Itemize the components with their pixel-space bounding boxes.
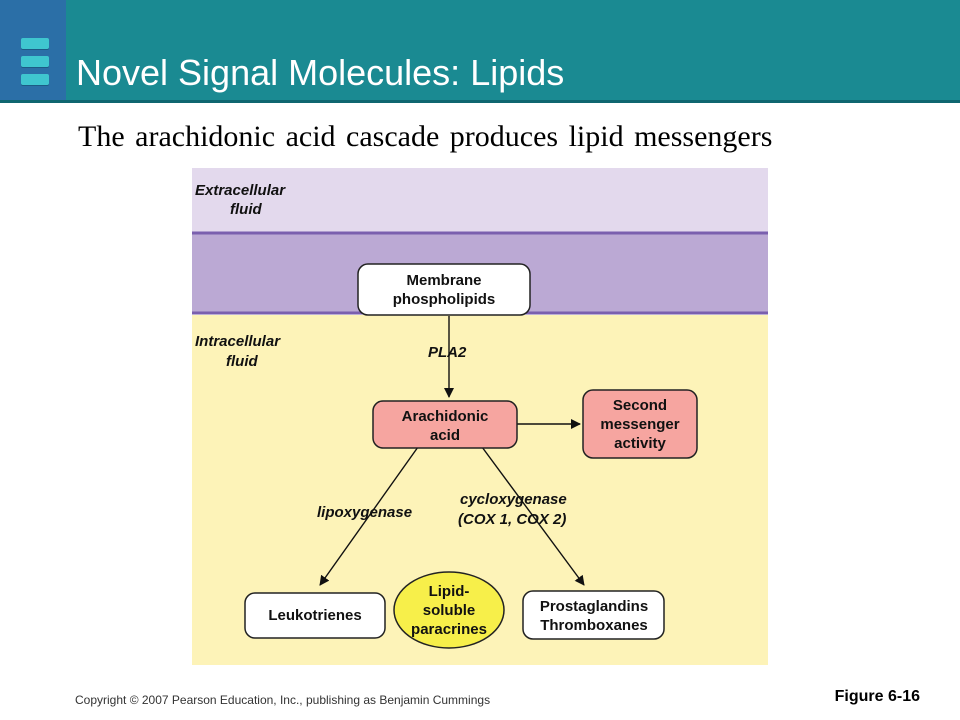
second-messenger-box — [582, 389, 698, 459]
intracellular-label-line2: fluid — [226, 353, 258, 370]
membrane-phospholipids-line1: Membrane — [406, 272, 481, 289]
intracellular-label-line1: Intracellular — [195, 333, 281, 350]
extracellular-label-line1: Extracellular — [195, 182, 286, 199]
leukotrienes-label: Leukotrienes — [268, 607, 361, 624]
second-messenger-line1: Second — [613, 397, 667, 414]
lipoxygenase-label: lipoxygenase — [317, 504, 412, 521]
paracrines-line2: soluble — [423, 602, 476, 619]
arachidonic-acid-line1: Arachidonic — [402, 408, 489, 425]
pla2-label: PLA2 — [428, 344, 467, 361]
arachidonic-acid-line2: acid — [430, 427, 460, 444]
stack-icon — [21, 38, 49, 86]
cyclooxygenase-label-line1: cycloxygenase — [460, 491, 567, 508]
header-accent — [0, 0, 66, 100]
membrane-phospholipids-box — [357, 263, 531, 316]
prostaglandins-box — [522, 590, 665, 640]
prostaglandins-line2: Thromboxanes — [540, 617, 648, 634]
copyright-notice: Copyright © 2007 Pearson Education, Inc.… — [75, 693, 491, 707]
lipid-soluble-paracrines-ellipse — [393, 571, 505, 649]
figure-number: Figure 6-16 — [834, 688, 920, 705]
second-messenger-line2: messenger — [600, 416, 679, 433]
prostaglandins-line1: Prostaglandins — [540, 598, 648, 615]
arrow-acid-to-leukotrienes — [319, 446, 419, 586]
cyclooxygenase-label-line2: (COX 1, COX 2) — [458, 511, 566, 528]
title-bar: Novel Signal Molecules: Lipids — [0, 0, 960, 103]
arachidonic-acid-box — [372, 400, 518, 449]
membrane-phospholipids-line2: phospholipids — [393, 291, 496, 308]
arrow-acid-to-prostaglandins — [481, 446, 585, 586]
second-messenger-line3: activity — [614, 435, 666, 452]
slide-subtitle: The arachidonic acid cascade produces li… — [78, 120, 773, 153]
leukotrienes-box — [244, 592, 386, 639]
extracellular-region — [192, 168, 768, 232]
extracellular-label-line2: fluid — [230, 201, 262, 218]
paracrines-line1: Lipid- — [429, 583, 470, 600]
page-title: Novel Signal Molecules: Lipids — [76, 52, 565, 93]
paracrines-line3: paracrines — [411, 621, 487, 638]
